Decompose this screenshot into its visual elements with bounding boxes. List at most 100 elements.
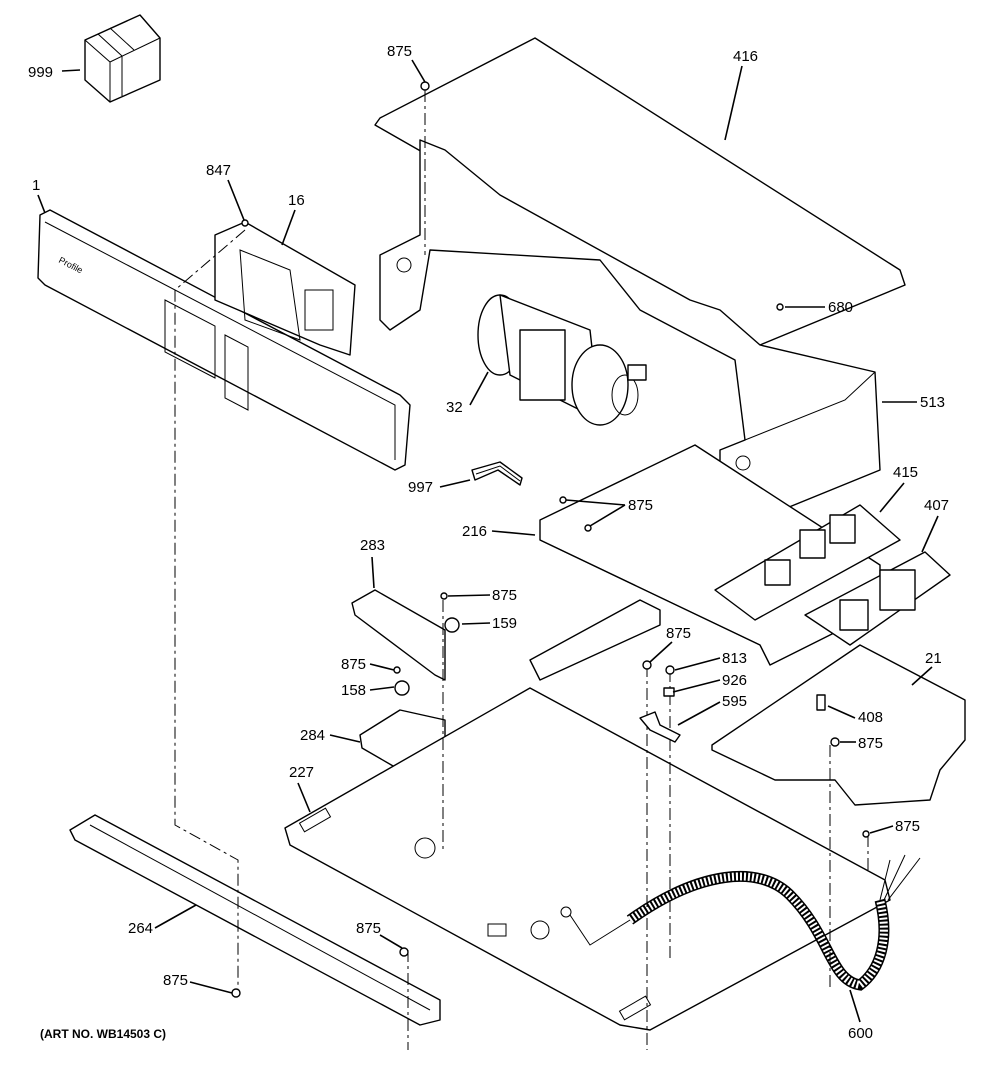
callout-label: 408 — [858, 709, 883, 726]
callout-label: 875 — [895, 818, 920, 835]
callout-label: 997 — [408, 479, 433, 496]
leader-line — [281, 209, 296, 246]
callout-875: 875 — [649, 625, 691, 663]
leader-line — [469, 371, 489, 406]
callout-label: 875 — [628, 497, 653, 514]
leader-line — [677, 701, 721, 726]
callout-159: 159 — [461, 615, 517, 632]
leader-line — [849, 989, 861, 1023]
callout-600: 600 — [848, 989, 873, 1042]
leader-line — [369, 686, 395, 691]
leader-line — [189, 981, 233, 994]
leader-line — [439, 479, 471, 488]
part-panel-bracket — [214, 221, 356, 356]
callout-997: 997 — [408, 479, 471, 496]
leader-line — [565, 499, 626, 506]
callout-label: 415 — [893, 464, 918, 481]
callout-label: 847 — [206, 162, 231, 179]
leader-line — [921, 515, 939, 553]
leader-line — [879, 482, 905, 513]
callout-926: 926 — [672, 672, 747, 693]
callout-label: 875 — [341, 656, 366, 673]
part-thermostat-159 — [444, 617, 460, 633]
leader-line — [37, 194, 46, 214]
callout-158: 158 — [341, 682, 395, 699]
leader-line — [379, 934, 403, 949]
callout-284: 284 — [300, 727, 361, 744]
part-power-board — [804, 551, 951, 646]
callout-label: 16 — [288, 192, 305, 209]
callout-label: 1 — [32, 177, 40, 194]
callout-label: 680 — [828, 299, 853, 316]
callout-label: 595 — [722, 693, 747, 710]
leader-line — [227, 179, 245, 221]
callout-264: 264 — [128, 904, 197, 937]
leader-line — [447, 594, 491, 597]
callout-875: 875 — [356, 920, 403, 949]
part-control-board — [714, 504, 901, 621]
part-blower — [477, 294, 647, 426]
callout-21: 21 — [911, 650, 942, 686]
part-box — [84, 14, 161, 103]
callout-813: 813 — [674, 650, 747, 671]
leader-line — [297, 782, 311, 813]
callout-label: 875 — [666, 625, 691, 642]
callout-875: 875 — [163, 972, 233, 994]
callout-32: 32 — [446, 371, 489, 416]
leader-line — [672, 679, 721, 693]
callout-label: 416 — [733, 48, 758, 65]
callout-label: 875 — [387, 43, 412, 60]
callout-875: 875 — [387, 43, 426, 83]
part-power-cord — [560, 854, 921, 991]
part-thermostat-158 — [394, 680, 410, 696]
leader-line — [371, 556, 375, 589]
callout-875: 875 — [840, 735, 883, 752]
callout-label: 875 — [163, 972, 188, 989]
callout-label: 283 — [360, 537, 385, 554]
callout-label: 875 — [492, 587, 517, 604]
callout-label: 926 — [722, 672, 747, 689]
leader-line — [649, 641, 673, 663]
leader-line — [674, 657, 721, 671]
callout-label: 159 — [492, 615, 517, 632]
callout-875: 875 — [565, 497, 653, 527]
callout-680: 680 — [785, 299, 853, 316]
callout-label: 284 — [300, 727, 325, 744]
callout-label: 407 — [924, 497, 949, 514]
screws — [231, 81, 870, 998]
callout-415: 415 — [879, 464, 918, 513]
callout-847: 847 — [206, 162, 245, 221]
callout-227: 227 — [289, 764, 314, 813]
callout-1: 1 — [32, 177, 46, 214]
callout-595: 595 — [677, 693, 747, 726]
callout-label: 813 — [722, 650, 747, 667]
callout-416: 416 — [724, 48, 758, 141]
part-control-panel: Profile — [37, 209, 411, 471]
callout-875: 875 — [869, 818, 920, 835]
callout-16: 16 — [281, 192, 305, 246]
leader-line — [911, 666, 933, 686]
callout-labels: 999 875 416 1 847 16 680 32 513 415 407 997 875 216 28… — [28, 43, 949, 1042]
callout-999: 999 — [28, 64, 81, 81]
callout-408: 408 — [827, 705, 883, 726]
leader-line — [491, 530, 536, 536]
callout-875: 875 — [341, 656, 395, 673]
part-front-rail — [69, 814, 441, 1026]
callout-label: 264 — [128, 920, 153, 937]
callout-label: 875 — [356, 920, 381, 937]
callout-label: 999 — [28, 64, 53, 81]
leader-line — [869, 825, 894, 834]
callout-label: 216 — [462, 523, 487, 540]
callout-283: 283 — [360, 537, 385, 589]
callout-label: 21 — [925, 650, 942, 667]
callout-label: 875 — [858, 735, 883, 752]
leader-line — [61, 69, 81, 72]
callout-407: 407 — [921, 497, 949, 553]
part-shield — [529, 444, 881, 681]
art-number: (ART NO. WB14503 C) — [40, 1027, 166, 1041]
callout-label: 513 — [920, 394, 945, 411]
callout-label: 158 — [341, 682, 366, 699]
callout-label: 32 — [446, 399, 463, 416]
leader-line — [461, 622, 491, 625]
